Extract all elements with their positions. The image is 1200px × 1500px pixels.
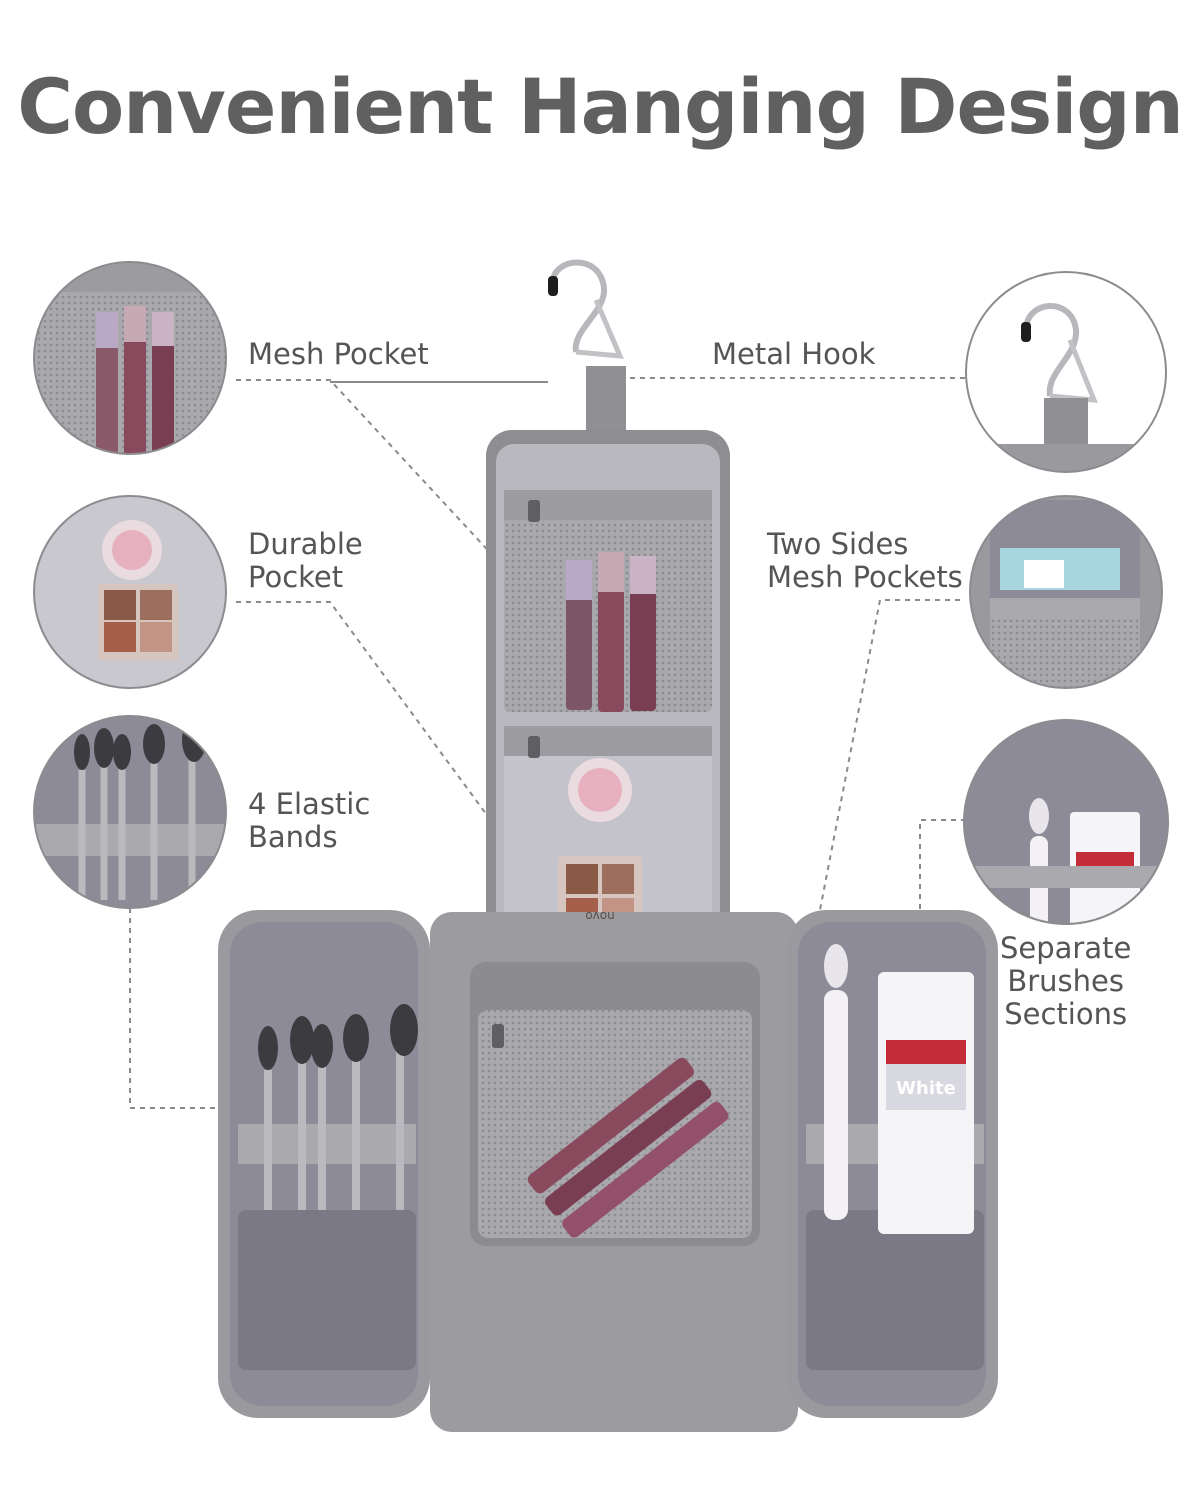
detail-circle-brushes-sections (963, 719, 1169, 925)
label-two-sides-mesh-pockets: Two Sides Mesh Pockets (767, 527, 963, 594)
palette-brand-text: novo (585, 909, 614, 923)
label-durable-pocket: Durable Pocket (248, 527, 363, 594)
detail-circle-durable-pocket (33, 495, 227, 689)
label-metal-hook: Metal Hook (712, 337, 876, 371)
hanging-toiletry-bag (218, 259, 998, 1432)
detail-circle-side-mesh-pockets (969, 495, 1163, 689)
label-elastic-bands: 4 Elastic Bands (248, 787, 371, 854)
label-separate-brushes-sections: Separate Brushes Sections (1000, 931, 1132, 1031)
detail-circle-metal-hook (965, 271, 1167, 473)
page-title: Convenient Hanging Design (17, 62, 1184, 151)
metal-hook-graphic (548, 259, 626, 438)
label-mesh-pocket: Mesh Pocket (248, 337, 429, 371)
brushes-left (264, 1050, 404, 1210)
detail-circle-mesh-pocket (33, 261, 227, 455)
detail-circle-elastic-bands (33, 715, 227, 909)
toothpaste-brand-text: White (896, 1078, 956, 1099)
